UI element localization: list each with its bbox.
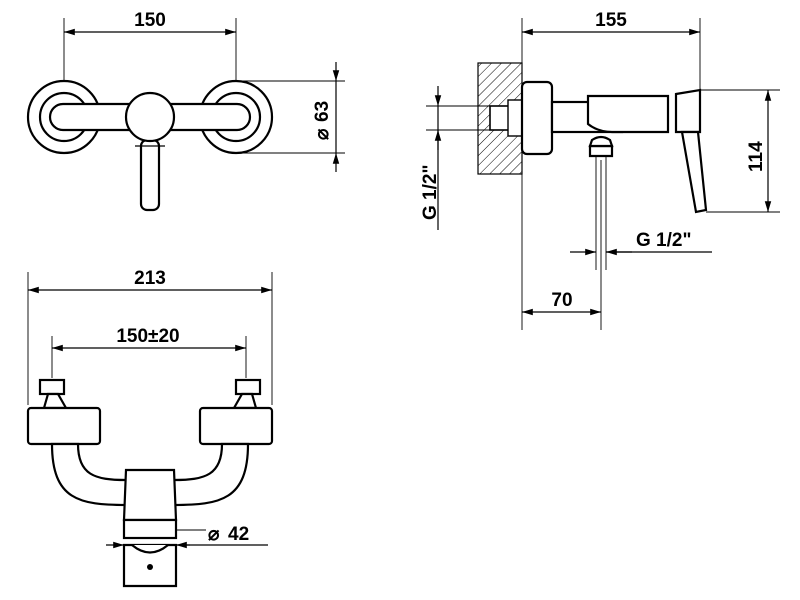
valve-body bbox=[586, 94, 670, 134]
central-body bbox=[122, 468, 178, 522]
lever-handle bbox=[139, 138, 161, 212]
inlet-thread-label: G 1/2" bbox=[420, 165, 441, 220]
right-inlet-stub bbox=[234, 378, 262, 396]
top-diameter-label: 42 bbox=[228, 524, 249, 545]
side-lever-head bbox=[674, 88, 702, 134]
top-diameter-symbol: ⌀ bbox=[208, 524, 220, 545]
side-escutcheon bbox=[520, 80, 554, 156]
left-escutcheon-top bbox=[26, 406, 102, 446]
side-lever-handle bbox=[680, 130, 708, 214]
front-diameter-label: 63 bbox=[312, 101, 333, 122]
right-escutcheon-top bbox=[198, 406, 274, 446]
top-centers-label: 150±20 bbox=[116, 326, 179, 347]
front-diameter-symbol: ⌀ bbox=[312, 128, 333, 140]
side-height-label: 114 bbox=[746, 141, 767, 172]
side-view: 155 G 1/2" 114 bbox=[420, 10, 780, 330]
front-view: 150 ⌀ 63 bbox=[26, 10, 345, 212]
front-width-label: 150 bbox=[134, 10, 166, 31]
outlet-thread-label: G 1/2" bbox=[636, 230, 691, 251]
cartridge-body bbox=[124, 91, 176, 143]
left-inlet-stub bbox=[38, 378, 66, 396]
top-view: 213 150±20 ⌀ 42 bbox=[26, 268, 274, 588]
body-collar bbox=[122, 518, 178, 540]
side-depth-label: 155 bbox=[595, 10, 627, 31]
outlet-nut bbox=[588, 144, 614, 158]
right-arm bbox=[172, 442, 250, 507]
outlet-offset-label: 70 bbox=[551, 290, 572, 311]
top-overall-width-label: 213 bbox=[134, 268, 166, 289]
left-arm bbox=[50, 442, 128, 507]
